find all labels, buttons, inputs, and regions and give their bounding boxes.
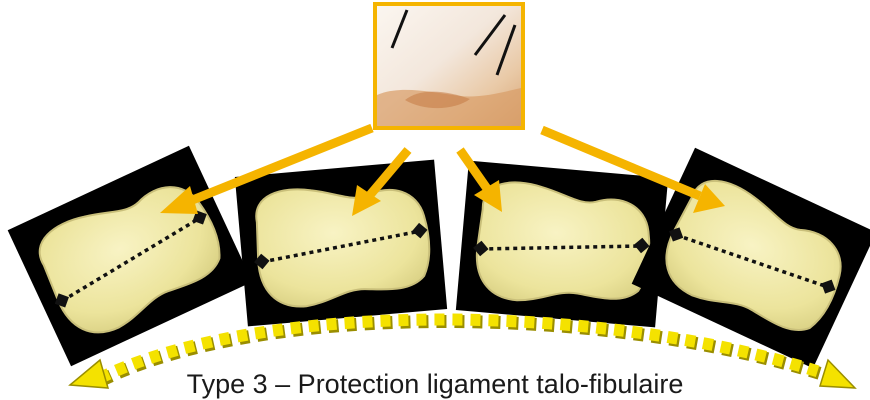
caption: Type 3 – Protection ligament talo-fibula… [0,368,870,400]
slice-panel-1 [8,146,253,366]
slice-panel-2 [235,160,447,327]
talus-photo [373,2,525,130]
